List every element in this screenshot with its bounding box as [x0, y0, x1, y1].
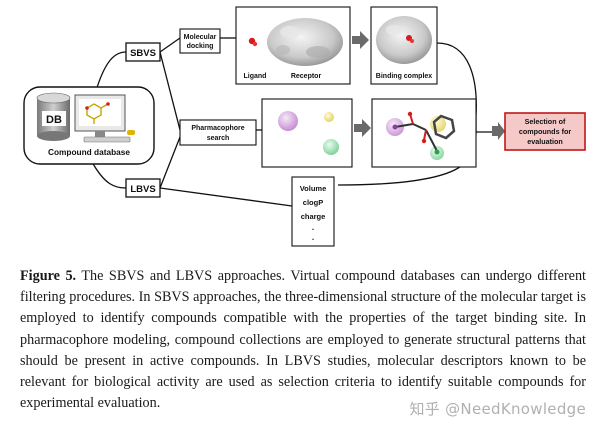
pharmacophore-search-box: Pharmacophore search — [179, 119, 257, 146]
purple-feature-sphere — [278, 111, 298, 131]
flow-arrows — [352, 31, 505, 140]
selection-box: Selection of compounds for evaluation — [504, 112, 586, 151]
sbvs-box: SBVS — [125, 42, 161, 62]
ligand-molecule-icon — [248, 37, 258, 47]
database-icon: DB — [36, 92, 71, 141]
workflow-diagram: DB Compound database SBVS LBVS Mo — [23, 6, 586, 247]
docking-label-line1: Molecular — [184, 34, 217, 41]
selection-line1: Selection of — [525, 117, 566, 126]
binding-complex-panel: Binding complex — [370, 6, 438, 85]
pharmacophore-label-line2: search — [207, 135, 230, 142]
descriptor-ellipsis-1: . — [312, 223, 314, 232]
sbvs-label: SBVS — [130, 48, 156, 59]
yellow-feature-sphere — [324, 112, 334, 122]
descriptor-clogp: clogP — [303, 198, 323, 207]
watermark: 知乎 @NeedKnowledge — [409, 400, 586, 418]
figure-label: Figure 5. — [20, 268, 77, 284]
descriptor-panel: Volume clogP charge . . — [291, 176, 335, 247]
binding-complex-label: Binding complex — [376, 73, 433, 80]
monitor-icon — [74, 94, 135, 143]
descriptor-volume: Volume — [300, 184, 327, 193]
pharmacophore-panel — [261, 98, 353, 168]
selection-line3: evaluation — [527, 137, 563, 146]
docking-label-line2: docking — [187, 43, 214, 50]
selection-line2: compounds for — [519, 127, 572, 136]
ligand-label: Ligand — [244, 73, 267, 80]
binding-complex-protein-icon — [376, 16, 432, 64]
lbvs-label: LBVS — [130, 184, 155, 195]
molecular-docking-box: Molecular docking — [179, 28, 221, 54]
green-feature-sphere — [323, 139, 339, 155]
receptor-label: Receptor — [291, 73, 322, 80]
descriptor-ellipsis-2: . — [312, 233, 314, 242]
lbvs-box: LBVS — [125, 178, 161, 198]
caption-text: The SBVS and LBVS approaches. Virtual co… — [20, 268, 586, 412]
database-label: Compound database — [48, 147, 130, 157]
descriptor-charge: charge — [301, 212, 326, 221]
pharmacophore-label-line1: Pharmacophore — [191, 125, 244, 132]
compound-database-box: DB Compound database — [23, 86, 155, 165]
db-icon-label: DB — [46, 114, 62, 126]
receptor-protein-icon — [267, 18, 343, 66]
pharmacophore-match-panel — [371, 98, 477, 168]
figure-caption: Figure 5. The SBVS and LBVS approaches. … — [20, 266, 586, 414]
docking-panel: Ligand Receptor — [235, 6, 351, 85]
